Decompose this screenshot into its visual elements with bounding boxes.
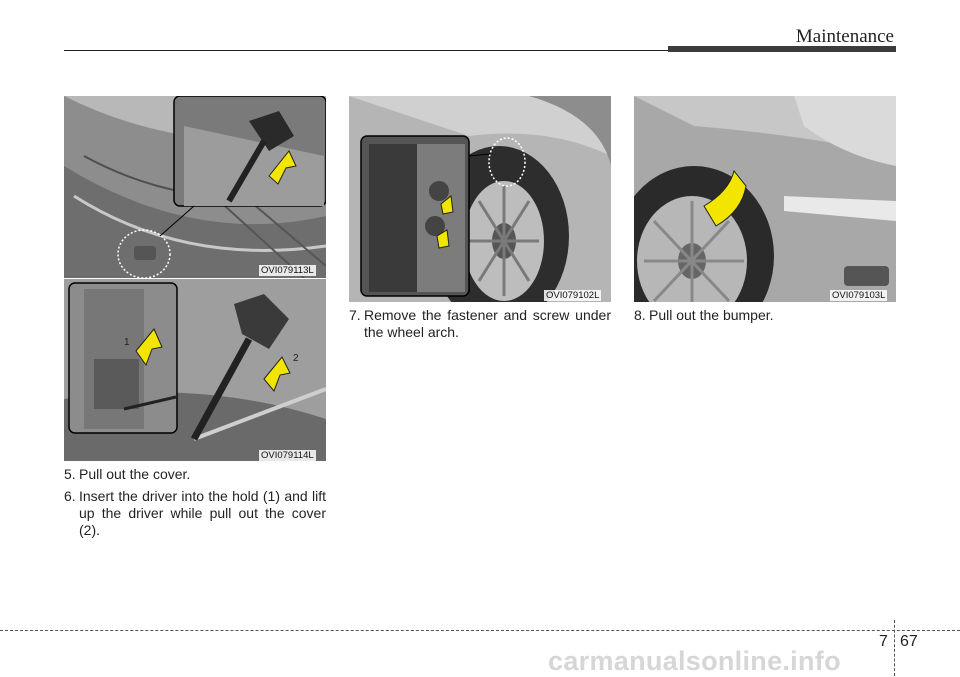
figure-driver-insert: 1 2: [64, 279, 326, 461]
step-5: 5. Pull out the cover.: [64, 466, 326, 483]
footer-divider: [0, 630, 960, 631]
step-text: Remove the fastener and screw under the …: [364, 307, 611, 340]
step-6: 6. Insert the driver into the hold (1) a…: [64, 488, 326, 539]
figure-code-label: OVI079114L: [259, 450, 316, 461]
wheel-arch-photo-illustration: [349, 96, 611, 302]
header-rule: [64, 50, 668, 51]
section-number: 7: [879, 633, 888, 650]
callout-2: 2: [293, 353, 299, 364]
step-number: 5.: [64, 466, 76, 482]
grille-photo-illustration: [64, 96, 326, 278]
step-number: 8.: [634, 307, 646, 323]
figure-code-label: OVI079113L: [259, 265, 316, 276]
step-number: 7.: [349, 307, 361, 323]
watermark: carmanualsonline.info: [548, 646, 841, 676]
callout-1: 1: [124, 337, 130, 348]
page-number: 67: [900, 633, 918, 650]
driver-photo-illustration: [64, 279, 326, 461]
step-8: 8. Pull out the bumper.: [634, 307, 896, 324]
bumper-photo-illustration: [634, 96, 896, 302]
step-text: Pull out the cover.: [79, 466, 191, 482]
figure-code-label: OVI079102L: [544, 290, 602, 301]
figure-code-label: OVI079103L: [830, 290, 888, 301]
section-title: Maintenance: [795, 26, 894, 47]
step-text: Insert the driver into the hold (1) and …: [79, 488, 326, 538]
footer-vertical-divider: [894, 620, 895, 676]
step-number: 6.: [64, 488, 76, 504]
step-text: Pull out the bumper.: [649, 307, 774, 323]
figure-pull-bumper: [634, 96, 896, 302]
figure-wheel-arch-fastener: [349, 96, 611, 302]
step-7: 7. Remove the fastener and screw under t…: [349, 307, 611, 341]
figure-grille-cover: [64, 96, 326, 278]
header-bar: [668, 46, 896, 52]
